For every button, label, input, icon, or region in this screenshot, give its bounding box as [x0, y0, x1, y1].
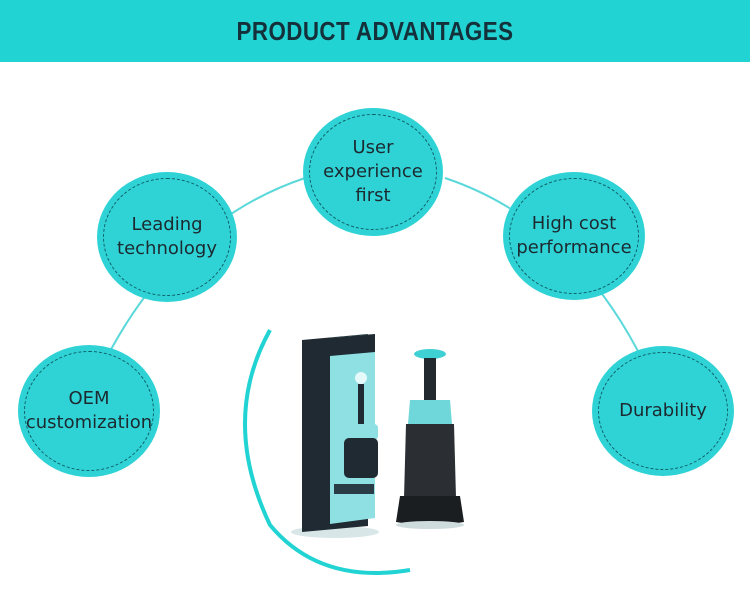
badge-leading-technology: Leading technology	[97, 172, 237, 302]
plunger-base	[396, 496, 464, 525]
header-banner: PRODUCT ADVANTAGES	[0, 0, 750, 62]
plunger-top-cap	[414, 349, 446, 359]
box-print-handle	[358, 384, 364, 424]
plunger-neck	[408, 400, 452, 424]
plunger-handle	[424, 358, 436, 400]
badge-label: User experience first	[323, 137, 423, 206]
plunger-shadow	[396, 521, 464, 529]
product-image	[291, 334, 464, 538]
badge-label: Leading technology	[117, 214, 217, 259]
box-top-edge	[330, 334, 375, 356]
badge-high-cost-performance: High cost performance	[503, 172, 645, 300]
plunger-body	[404, 424, 456, 501]
badge-oem-customization: OEM customization	[18, 345, 160, 477]
page-title: PRODUCT ADVANTAGES	[236, 15, 514, 46]
badge-durability: Durability	[592, 346, 734, 476]
badge-label: Durability	[619, 400, 707, 421]
box-print-neck	[344, 424, 378, 440]
badge-user-experience: User experience first	[303, 108, 443, 236]
badge-label: OEM customization	[25, 388, 153, 433]
box-print-cup	[355, 372, 367, 384]
product-arc	[243, 329, 411, 575]
badge-label: High cost performance	[516, 213, 632, 258]
box-print-text	[334, 484, 374, 494]
box-print-body	[344, 438, 378, 478]
